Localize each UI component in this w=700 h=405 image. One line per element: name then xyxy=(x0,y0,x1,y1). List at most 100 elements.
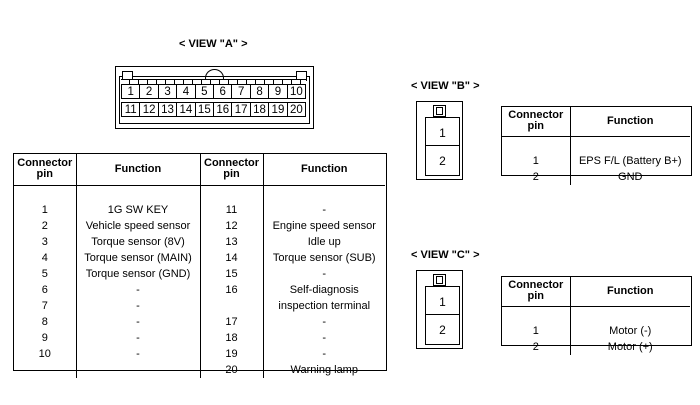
pin-number: 1 xyxy=(532,154,539,167)
pin-number: 12 xyxy=(199,217,263,234)
table-row: 10-19- xyxy=(14,345,385,362)
table-row: 8 -17- xyxy=(14,313,385,330)
table-row: 9-18- xyxy=(14,329,385,346)
pin-cell: 3 xyxy=(157,84,178,99)
pin-function: - xyxy=(262,329,385,346)
pin-cell: 4 xyxy=(176,84,196,99)
pin-function: - xyxy=(75,329,200,346)
pin-function: Self-diagnosis xyxy=(262,281,385,298)
header-connector-pin: Connector pin xyxy=(502,107,570,137)
pin-number: 4 xyxy=(41,251,48,264)
pin-function xyxy=(75,361,200,378)
pin-function: - xyxy=(75,281,200,298)
pin-cell: 14 xyxy=(176,102,196,117)
view-a-title: < VIEW "A" > xyxy=(179,38,248,50)
pin-number: 6 xyxy=(41,283,48,296)
pin-number xyxy=(14,362,76,378)
connector-c-body xyxy=(416,270,463,349)
pin-number: 19 xyxy=(199,345,263,362)
pin-number: 1 xyxy=(532,324,539,337)
pin-function: EPS F/L (Battery B+) xyxy=(569,152,690,169)
pin-function: Motor (-) xyxy=(569,322,690,339)
pin-cell: 11 xyxy=(121,102,141,117)
connector-c-key-inner xyxy=(436,276,443,284)
pin-cell: 16 xyxy=(213,102,233,117)
pin-function: 1G SW KEY xyxy=(75,201,200,218)
pin-number: 18 xyxy=(199,329,263,346)
pin-number xyxy=(199,297,263,314)
pin-number: 13 xyxy=(199,233,263,250)
pin-function: Engine speed sensor xyxy=(262,217,385,234)
pin-cell: 5 xyxy=(194,84,215,99)
header-function: Function xyxy=(262,154,385,186)
pin-function: - xyxy=(262,313,385,330)
connector-a-top-row: 1 2 3 4 5 6 7 8 9 10 xyxy=(121,84,307,99)
pin-function: Torque sensor (SUB) xyxy=(262,249,385,266)
connector-b-body xyxy=(416,101,463,180)
table-row: 5 Torque sensor (GND)15- xyxy=(14,265,385,282)
pin-number: 5 xyxy=(41,267,48,280)
pin-number: 20 xyxy=(199,361,263,378)
pin-cell: 18 xyxy=(249,102,270,117)
pin-number: 14 xyxy=(199,249,263,266)
header-connector-pin: Connector pin xyxy=(199,154,263,186)
pin-function: GND xyxy=(569,168,690,185)
main-pin-table: Connector pin Function Connector pin Fun… xyxy=(14,154,385,378)
pin-function: - xyxy=(262,265,385,282)
pin-number: 2 xyxy=(532,340,539,353)
connector-c-cavity: 1 2 xyxy=(425,286,460,345)
pin-number: 2 xyxy=(41,219,48,232)
pin-function: Torque sensor (GND) xyxy=(75,265,200,282)
header-connector-pin: Connector pin xyxy=(502,277,570,307)
pin-function: Idle up xyxy=(262,233,385,250)
header-function: Function xyxy=(75,154,200,186)
pin-function: Torque sensor (8V) xyxy=(75,233,200,250)
pin-function: inspection terminal xyxy=(262,297,385,314)
pin-function: - xyxy=(262,201,385,218)
pin-number: 17 xyxy=(199,313,263,330)
header-function: Function xyxy=(569,277,690,307)
pin-number: 3 xyxy=(41,235,48,248)
connector-a-terminal-slots xyxy=(121,79,306,85)
pin-cell: 6 xyxy=(213,84,233,99)
pin-cell: 9 xyxy=(268,84,288,99)
pin-cell: 8 xyxy=(249,84,270,99)
pin-function: - xyxy=(75,313,200,330)
view-c-title: < VIEW "C" > xyxy=(411,249,480,261)
pin-cell: 10 xyxy=(286,84,307,99)
pin-number: 15 xyxy=(199,265,263,282)
table-row: 1 EPS F/L (Battery B+) xyxy=(502,152,690,169)
view-b-table: Connector pin Function 1 EPS F/L (Battery… xyxy=(502,107,690,185)
table-row: 7-inspection terminal xyxy=(14,297,385,314)
pin-function: Torque sensor (MAIN) xyxy=(75,249,200,266)
pin-cell: 12 xyxy=(139,102,159,117)
pin-function: - xyxy=(75,297,200,314)
pin-cell: 20 xyxy=(286,102,307,117)
connector-b-pin: 1 xyxy=(439,126,446,140)
connector-b-pin: 2 xyxy=(439,154,446,168)
header-connector-pin: Connector pin xyxy=(14,154,76,186)
view-b-title: < VIEW "B" > xyxy=(411,80,480,92)
pin-cell: 13 xyxy=(157,102,178,117)
pin-number: 11 xyxy=(199,201,263,218)
connector-a-bottom-row: 11 12 13 14 15 16 17 18 19 20 xyxy=(121,102,307,117)
pin-number: 8 xyxy=(41,315,48,328)
pin-number: 2 xyxy=(532,170,539,183)
pin-cell: 17 xyxy=(231,102,251,117)
pin-number: 16 xyxy=(199,281,263,298)
pin-function: - xyxy=(75,345,200,362)
pin-cell: 2 xyxy=(139,84,159,99)
pin-number: 1 xyxy=(41,203,48,216)
header-function: Function xyxy=(569,107,690,137)
pin-cell: 19 xyxy=(268,102,288,117)
pin-function: - xyxy=(262,345,385,362)
connector-a-body xyxy=(115,66,314,129)
connector-b-key-inner xyxy=(436,107,443,115)
